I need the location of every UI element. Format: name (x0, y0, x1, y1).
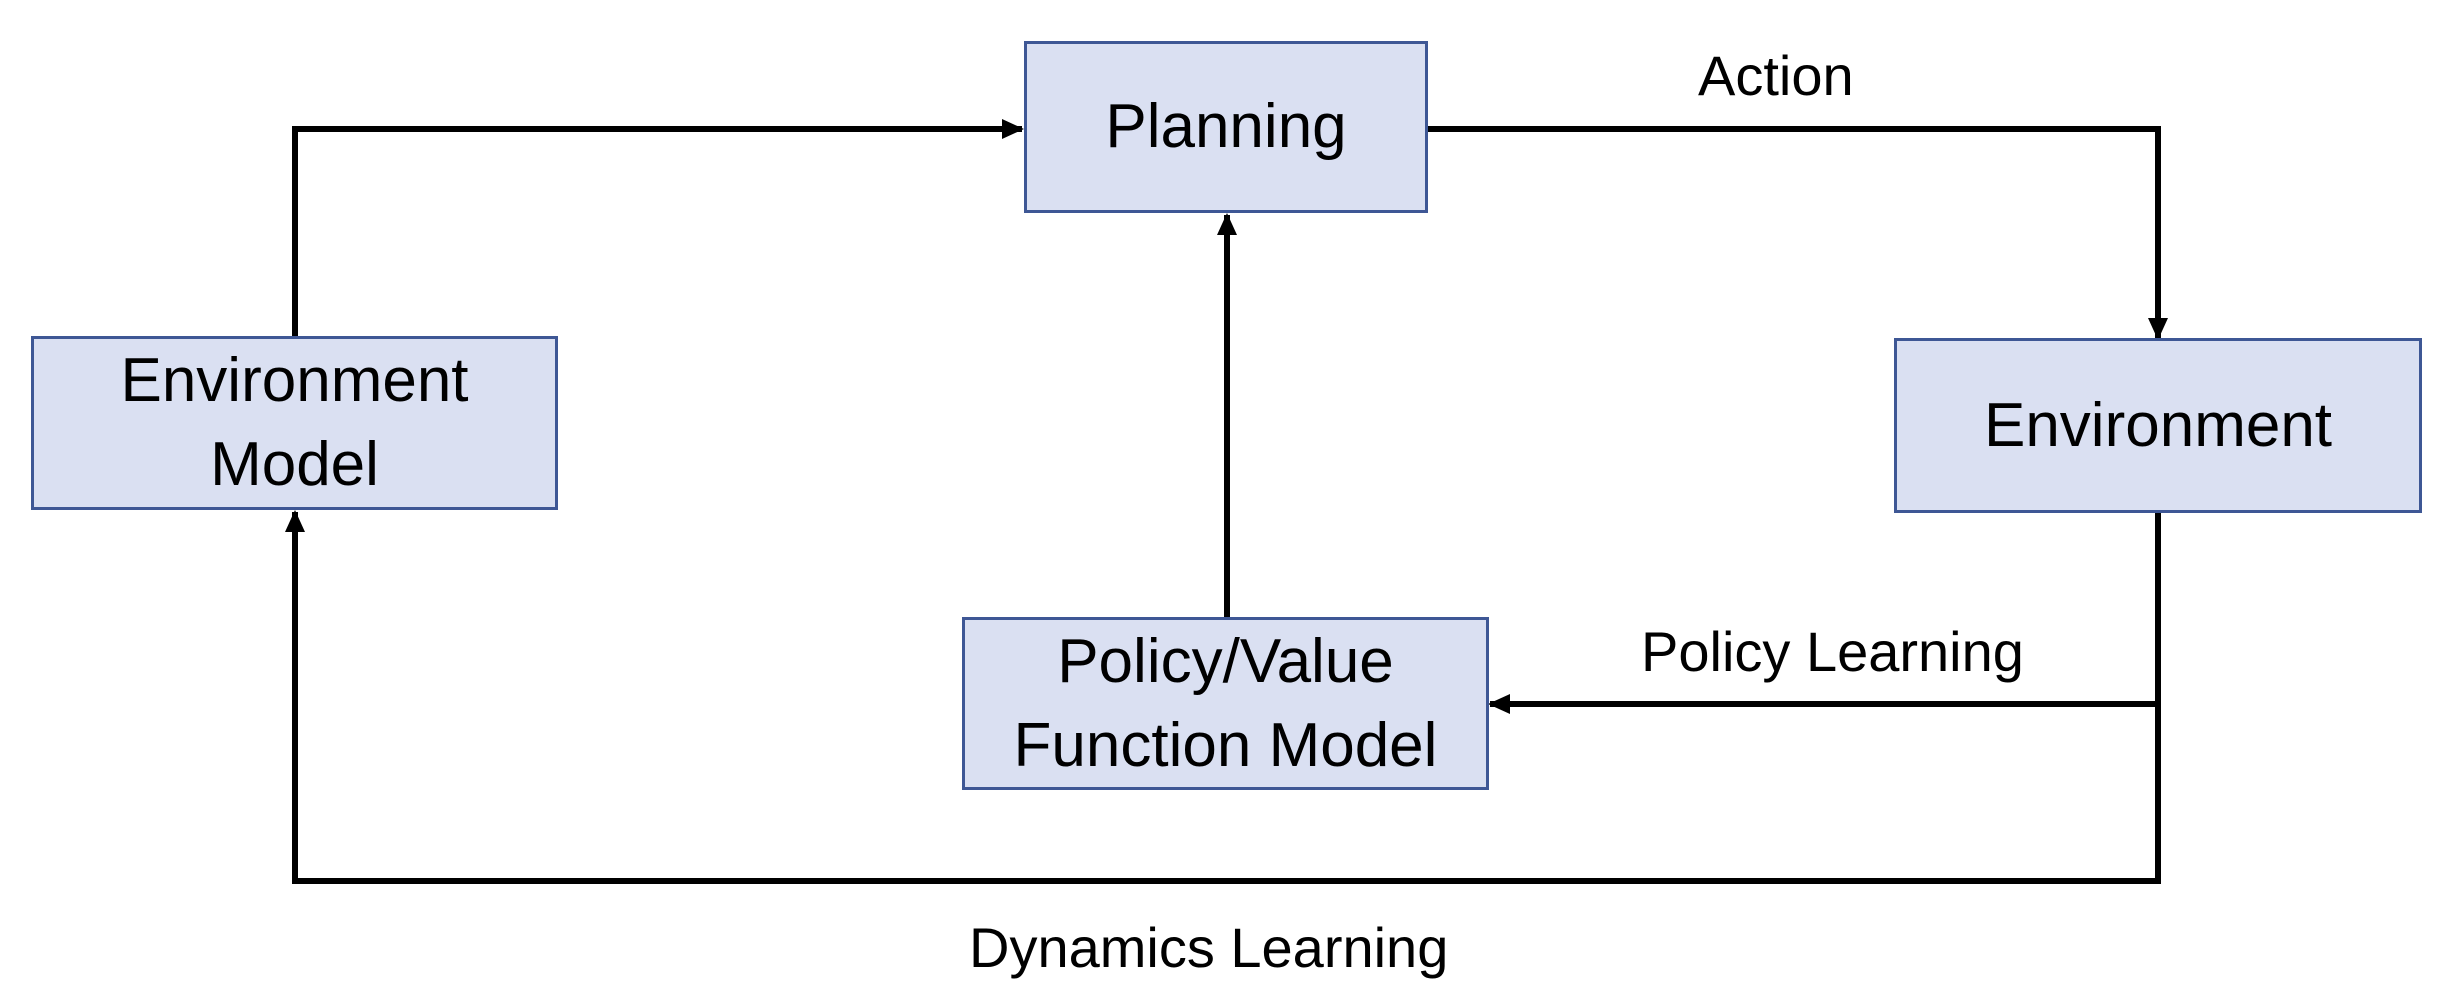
planning-box: Planning (1024, 41, 1428, 213)
policy-learning-edge-label: Policy Learning (1641, 620, 2024, 683)
dynamics-learning-edge-label: Dynamics Learning (969, 916, 1449, 979)
edge-environment-to-environment-model (285, 510, 2161, 884)
edge-environment-model-to-planning (292, 119, 1024, 336)
planning-label: Planning (1105, 92, 1347, 161)
environment-model-label-line1: Environment (120, 346, 469, 415)
policy-value-model-box: Policy/Value Function Model (962, 617, 1489, 790)
policy-value-model-label-line1: Policy/Value (1057, 626, 1394, 696)
environment-model-box: Environment Model (31, 336, 558, 510)
environment-model-label-line2: Model (210, 430, 379, 499)
environment-box: Environment (1894, 338, 2422, 513)
action-edge-label: Action (1698, 44, 1854, 107)
environment-label: Environment (1983, 390, 2333, 460)
edge-planning-to-environment (1427, 126, 2168, 340)
policy-value-model-label-line2: Function Model (1013, 710, 1438, 780)
